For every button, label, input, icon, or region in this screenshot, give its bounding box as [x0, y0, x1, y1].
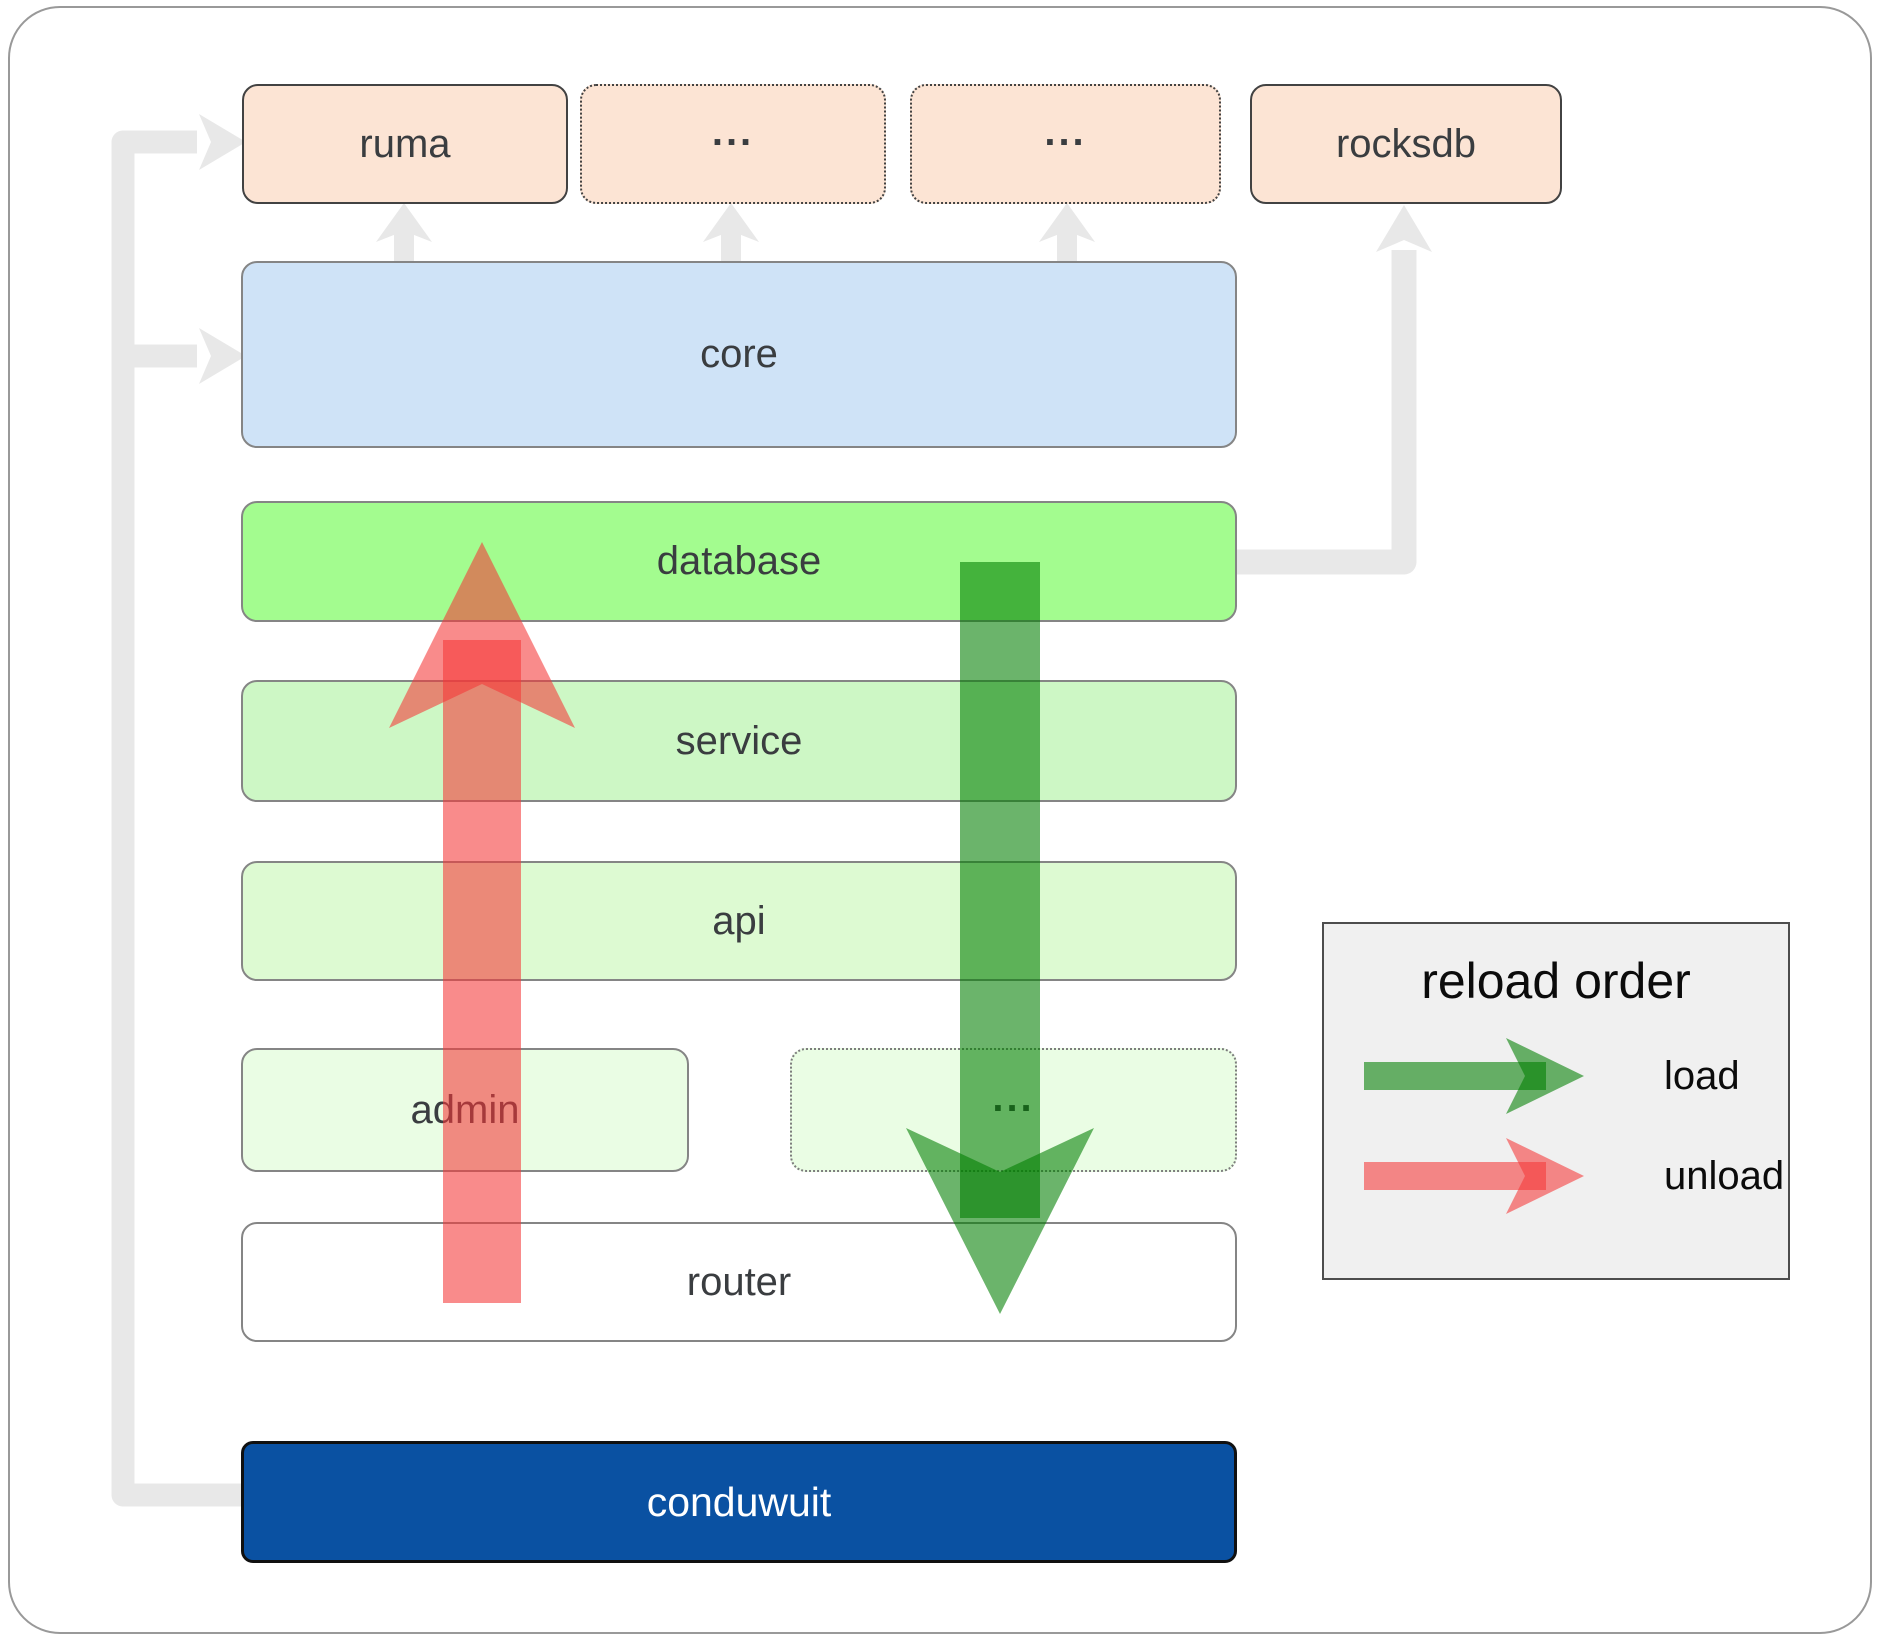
- box-ruma-label: ruma: [359, 121, 451, 166]
- arrowhead-into-rocksdb-icon: [1376, 205, 1432, 252]
- connector-database-to-rocksdb: [1233, 250, 1417, 575]
- box-rocksdb-label: rocksdb: [1335, 121, 1477, 166]
- box-service-label: service: [675, 718, 803, 763]
- box-router: router: [241, 1222, 1237, 1342]
- arrowhead-into-core-icon: [199, 328, 246, 384]
- arrow-core-to-ruma: [376, 203, 432, 264]
- arrowhead-into-ruma-icon: [199, 114, 246, 170]
- connector-conduwuit-to-ruma: [111, 130, 247, 1507]
- arrow-core-to-ellipsis-1: [703, 203, 759, 264]
- box-database-label: database: [656, 539, 822, 583]
- legend: reload order load unload: [1322, 922, 1790, 1280]
- legend-load-label: load: [1664, 1053, 1740, 1098]
- box-router-label: router: [686, 1259, 792, 1304]
- box-api-label: api: [712, 898, 766, 943]
- box-ellipsis-top-2: ...: [910, 84, 1221, 204]
- box-rocksdb: rocksdb: [1250, 84, 1562, 204]
- box-core: core: [241, 261, 1237, 448]
- box-ruma: ruma: [242, 84, 568, 204]
- box-database: database: [241, 501, 1237, 622]
- unload-arrow-icon: [1364, 1138, 1584, 1214]
- box-conduwuit-label: conduwuit: [646, 1478, 832, 1525]
- load-arrow-down: [906, 562, 1094, 1314]
- box-core-label: core: [700, 332, 778, 376]
- legend-unload-label: unload: [1664, 1153, 1785, 1198]
- box-conduwuit: conduwuit: [241, 1441, 1237, 1563]
- arrow-core-to-ellipsis-2: [1039, 203, 1095, 264]
- unload-arrow-up: [389, 542, 575, 1303]
- legend-row-load: load: [1324, 1037, 1788, 1115]
- legend-row-unload: unload: [1324, 1137, 1788, 1215]
- box-ellipsis-top-2-label: ...: [1044, 109, 1087, 154]
- box-ellipsis-top-1-label: ...: [711, 109, 755, 154]
- load-arrow-icon: [1364, 1038, 1584, 1114]
- box-ellipsis-top-1: ...: [580, 84, 886, 204]
- box-api: api: [241, 861, 1237, 981]
- legend-title: reload order: [1421, 953, 1691, 1009]
